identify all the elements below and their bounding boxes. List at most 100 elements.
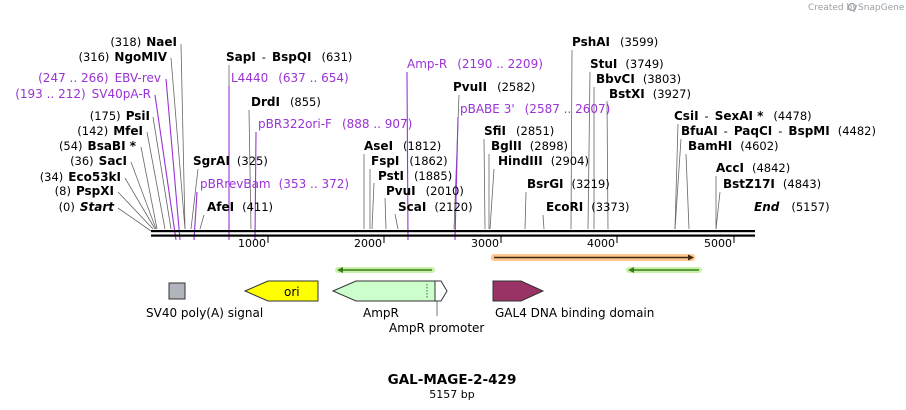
leader-line-sv40pa — [154, 94, 177, 241]
leader-line-pshai — [570, 49, 573, 230]
site-label-sgrai: SgrAI(325) — [193, 154, 268, 168]
leader-line-stui — [587, 71, 591, 230]
site-label-bamhi: BamHI(4602) — [688, 139, 779, 153]
site-label-sv40pa-part-1: SV40pA-R — [92, 87, 151, 101]
site-label-psii: (175)PsiI — [90, 109, 150, 123]
site-label-bglii: BglII(2898) — [491, 139, 568, 153]
leader-line-scai — [394, 213, 399, 230]
leader-line-ngomiv — [170, 57, 186, 230]
orf-arrow-right — [626, 267, 702, 273]
leader-line-sfii — [483, 138, 486, 230]
site-label-asei-part-1: (1812) — [403, 139, 441, 153]
site-label-bstz17i: BstZ17I(4843) — [723, 177, 821, 191]
leader-line-bsabi — [140, 146, 158, 230]
leader-line-bfuai — [674, 138, 682, 230]
site-label-mfei-part-1: MfeI — [113, 124, 143, 138]
site-label-psii-part-0: (175) — [90, 109, 121, 123]
site-label-ecori-part-0: EcoRI — [546, 200, 583, 214]
site-label-sfii-part-0: SfiI — [484, 124, 506, 138]
site-label-sapi: SapI-BspQI(631) — [226, 50, 352, 64]
site-label-saci-part-0: (36) — [70, 154, 94, 168]
site-label-sv40pa-part-0: (193 .. 212) — [15, 87, 85, 101]
site-label-sapi-part-3: (631) — [322, 50, 353, 64]
site-label-pbrrevbam-part-1: (353 .. 372) — [279, 177, 349, 191]
site-label-hindiii-part-0: HindIII — [498, 154, 543, 168]
feature-ampr — [331, 280, 436, 302]
site-label-fspi-part-1: (1862) — [409, 154, 447, 168]
leader-line-sgrai — [190, 168, 199, 230]
site-label-sfii-part-1: (2851) — [516, 124, 554, 138]
site-label-bsrgi: BsrGI (3219) — [527, 177, 610, 191]
snapgene-logo-icon — [847, 2, 857, 12]
site-label-pshai-part-0: PshAI — [572, 35, 610, 49]
leader-line-bsrgi — [524, 191, 527, 230]
site-label-naei: (318)NaeI — [110, 35, 177, 49]
site-label-pspxi-part-1: PspXI — [76, 184, 114, 198]
site-label-psti: PstI(1885) — [378, 169, 452, 183]
site-label-drdi: DrdI(855) — [251, 95, 321, 109]
site-label-psti-part-0: PstI — [378, 169, 404, 183]
tick-label-3000: 3000 — [471, 237, 499, 250]
site-label-end-part-0: End — [754, 200, 780, 214]
site-label-pvuii: PvuII(2582) — [453, 80, 535, 94]
site-label-bbvci-part-1: (3803) — [643, 72, 681, 86]
site-label-acci: AccI (4842) — [716, 161, 790, 175]
site-label-acci-part-0: AccI — [716, 161, 744, 175]
credit-brand: SnapGene — [858, 3, 905, 13]
site-label-eco53ki-part-1: Eco53kI — [68, 170, 121, 184]
site-label-scai: ScaI(2120) — [398, 200, 473, 214]
site-label-pvui-part-0: PvuI — [386, 184, 416, 198]
tick-label-5000: 5000 — [704, 237, 732, 250]
leader-line-start — [117, 207, 152, 232]
plasmid-length: 5157 bp — [429, 388, 474, 401]
leader-line-saci — [130, 161, 157, 230]
site-label-bbvci-part-0: BbvCI — [596, 72, 635, 86]
site-label-acci-part-1: (4842) — [752, 161, 790, 175]
feature-gal4-label: GAL4 DNA binding domain — [495, 306, 654, 320]
site-label-pvui-part-1: (2010) — [426, 184, 464, 198]
leader-line-naei — [180, 43, 186, 230]
site-label-stui-part-0: StuI — [590, 57, 617, 71]
site-label-end: End(5157) — [754, 200, 830, 214]
site-label-stui-part-1: (3749) — [625, 57, 663, 71]
site-label-pspxi-part-0: (8) — [55, 184, 71, 198]
site-label-scai-part-1: (2120) — [434, 200, 472, 214]
site-label-bstxi-part-0: BstXI — [609, 87, 645, 101]
leader-line-psti — [371, 182, 375, 230]
site-label-afei: AfeI(411) — [207, 200, 273, 214]
feature-sv40-label: SV40 poly(A) signal — [146, 306, 263, 320]
tick-label-4000: 4000 — [587, 237, 615, 250]
leader-line-pspxi — [117, 191, 154, 230]
site-label-pbabe: pBABE 3'(2587 .. 2607) — [460, 102, 610, 116]
site-label-pbabe-part-0: pBABE 3' — [460, 102, 515, 116]
site-label-start: (0)Start — [59, 200, 116, 214]
site-label-bfuai-part-4: BspMI — [788, 124, 829, 138]
site-label-sapi-part-1: - — [262, 50, 266, 64]
orf-arrow-gal4 — [491, 254, 695, 261]
site-label-pbr322-part-1: (888 .. 907) — [342, 117, 412, 131]
leader-line-pbabe — [454, 116, 459, 241]
site-label-sv40pa: (193 .. 212) SV40pA-R — [15, 87, 151, 101]
site-label-sgrai-part-0: SgrAI — [193, 154, 230, 168]
site-label-fspi-part-0: FspI — [371, 154, 399, 168]
site-label-bsabi-part-0: (54) — [59, 139, 83, 153]
site-label-pbrrevbam-part-0: pBRrevBam — [200, 177, 271, 191]
site-label-pvuii-part-1: (2582) — [497, 80, 535, 94]
site-label-l4440-part-0: L4440 — [231, 71, 268, 85]
feature-ampr-promoter-label: AmpR promoter — [389, 321, 484, 335]
site-label-ngomiv: (316)NgoMIV — [78, 50, 167, 64]
site-label-bsrgi-part-0: BsrGI — [527, 177, 564, 191]
site-label-bsabi-part-1: BsaBI * — [88, 139, 137, 153]
site-label-afei-part-0: AfeI — [207, 200, 234, 214]
site-label-pbr322-part-0: pBR322ori-F — [258, 117, 332, 131]
site-label-bsabi: (54) BsaBI * — [59, 139, 137, 153]
site-label-bsrgi-part-1: (3219) — [572, 177, 610, 191]
site-label-ebvrev-part-0: (247 .. 266) — [38, 71, 108, 85]
site-label-csii: CsiI-SexAI *(4478) — [674, 109, 812, 123]
leader-line-pvui — [384, 197, 387, 230]
site-label-pbrrevbam: pBRrevBam (353 .. 372) — [200, 177, 349, 191]
leader-lines — [117, 43, 721, 241]
site-label-mfei-part-0: (142) — [77, 124, 108, 138]
feature-ori: ori — [243, 280, 319, 302]
